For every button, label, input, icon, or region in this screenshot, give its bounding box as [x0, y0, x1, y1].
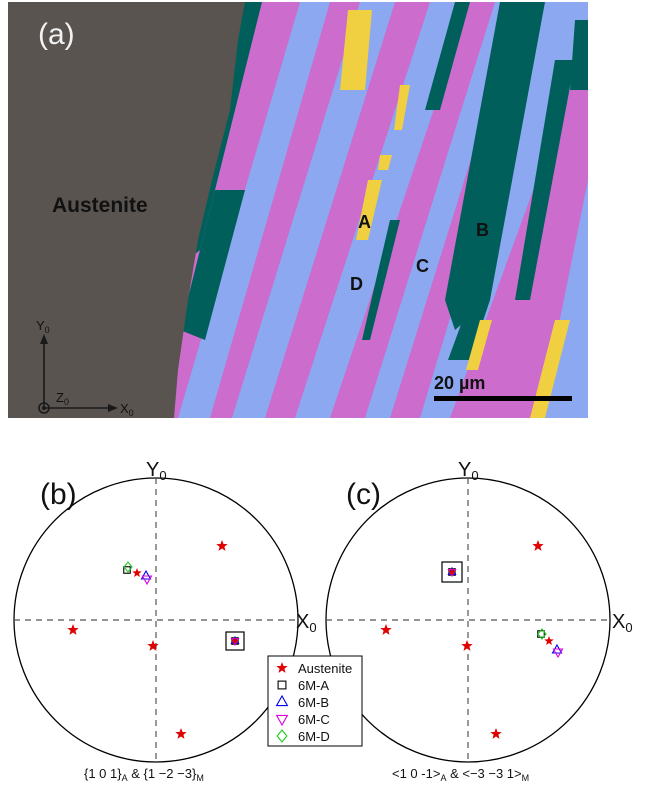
panel-c-label: (c)	[346, 478, 381, 511]
austenite-pole	[532, 540, 544, 551]
pole-6m-d	[537, 628, 547, 640]
scale-bar	[434, 396, 572, 401]
pole-6m-a	[537, 630, 545, 638]
pole-cluster	[448, 568, 456, 576]
pole-figure-b	[13, 477, 299, 763]
legend-label: 6M-D	[298, 729, 330, 744]
legend-label: 6M-A	[298, 678, 329, 693]
pole-cluster	[231, 637, 239, 645]
austenite-pole	[490, 728, 502, 739]
axis-z0-label: Z0	[56, 390, 69, 407]
axis-x0-label: X0	[120, 401, 134, 418]
legend-marker-diamond	[276, 729, 288, 743]
axis-y0-label: Y0	[36, 318, 50, 335]
austenite-label: Austenite	[52, 194, 148, 217]
austenite-region	[8, 2, 245, 418]
pole-points-c	[380, 540, 564, 739]
austenite-pole	[380, 624, 392, 635]
scale-bar-label: 20 µm	[434, 373, 485, 393]
austenite-pole	[175, 728, 187, 739]
micrograph	[8, 2, 588, 418]
austenite-pole	[132, 568, 142, 577]
panel-c-caption: <1 0 -1>A & <−3 −3 1>M	[392, 766, 529, 783]
legend-label: Austenite	[298, 661, 352, 676]
panel-b-caption: {1 0 1}A & {1 −2 −3}M	[84, 766, 204, 783]
legend-marker-square	[277, 680, 287, 690]
pole-points-b	[67, 540, 240, 739]
panel-a-label: (a)	[38, 18, 75, 51]
axis-triad	[38, 334, 118, 414]
austenite-pole	[544, 636, 554, 645]
legend-label: 6M-B	[298, 695, 329, 710]
legend-label: 6M-C	[298, 712, 330, 727]
panel-b-label: (b)	[40, 478, 77, 511]
variant-label-c: C	[416, 256, 429, 276]
legend-marker-triangle-up	[275, 694, 289, 707]
panel-c-axis-x0: X0	[612, 611, 633, 635]
yellow-lamellae	[340, 10, 570, 418]
pole-6m-b	[140, 569, 152, 580]
panel-b-axis-y0: Y0	[146, 459, 167, 483]
variant-label-a: A	[358, 212, 371, 232]
pole-figure-c	[325, 477, 611, 763]
panel-b-axis-x0: X0	[296, 611, 317, 635]
variant-label-d: D	[350, 274, 363, 294]
austenite-pole	[461, 640, 473, 651]
panel-c-axis-y0: Y0	[458, 459, 479, 483]
legend-marker-triangle-down	[275, 714, 289, 727]
pole-6m-c	[552, 648, 564, 659]
austenite-pole	[216, 540, 228, 551]
variant-label-b: B	[476, 220, 489, 240]
austenite-pole	[147, 640, 159, 651]
austenite-pole	[67, 624, 79, 635]
pole-6m-c	[141, 575, 153, 586]
pole-6m-d	[123, 561, 133, 573]
legend: Austenite 6M-A 6M-B 6M-C 6M-D	[267, 655, 363, 747]
legend-marker-star	[276, 662, 288, 673]
